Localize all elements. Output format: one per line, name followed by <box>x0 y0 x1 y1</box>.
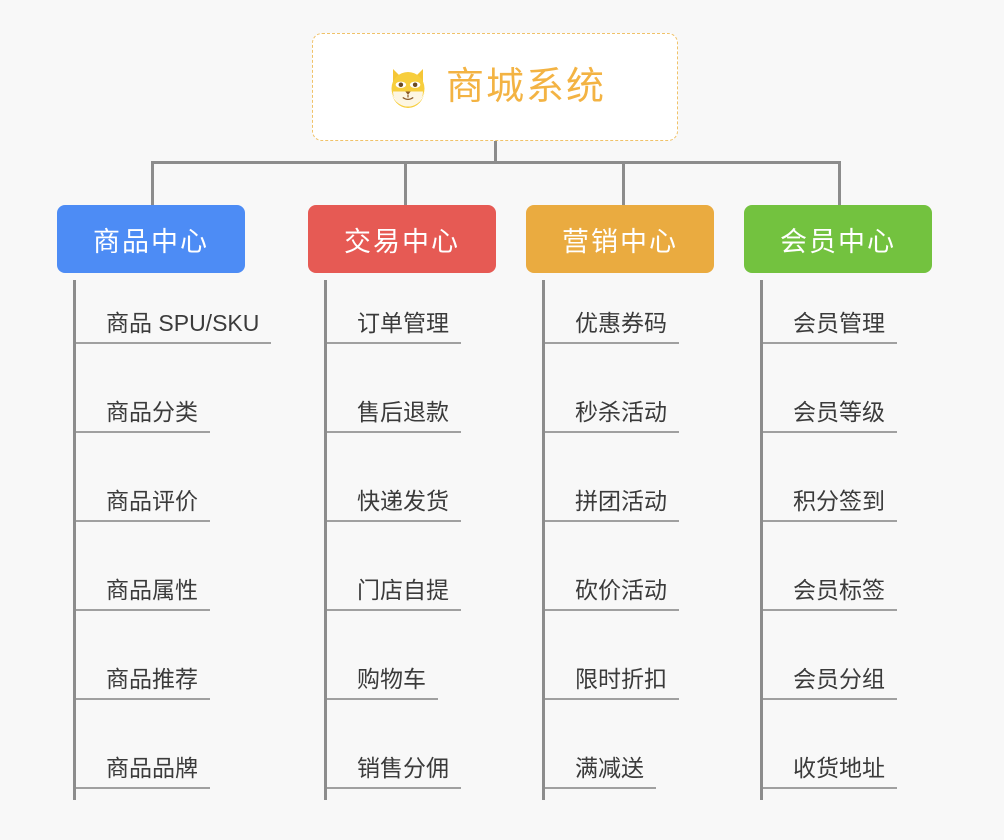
branch-spine <box>760 280 763 800</box>
branch-item[interactable]: 商品属性 <box>76 577 210 612</box>
branch-item[interactable]: 商品评价 <box>76 488 210 523</box>
branch-item[interactable]: 商品分类 <box>76 399 210 434</box>
branch-item[interactable]: 秒杀活动 <box>545 399 679 434</box>
connector-horizontal-bus <box>151 161 841 164</box>
category-label-2: 交易中心 <box>344 226 460 257</box>
branch-item[interactable]: 快递发货 <box>327 488 461 523</box>
category-box-2[interactable]: 交易中心 <box>308 205 496 273</box>
branch-item[interactable]: 商品推荐 <box>76 666 210 701</box>
branch-spine <box>73 280 76 800</box>
category-box-3[interactable]: 营销中心 <box>526 205 714 273</box>
category-label-1: 商品中心 <box>93 226 209 257</box>
connector-drop-4 <box>838 161 841 206</box>
branch-item[interactable]: 购物车 <box>327 666 438 701</box>
branch-item[interactable]: 积分签到 <box>763 488 897 523</box>
category-label-4: 会员中心 <box>780 226 896 257</box>
branch-spine <box>542 280 545 800</box>
branch-item[interactable]: 满减送 <box>545 755 656 790</box>
branch-item[interactable]: 会员分组 <box>763 666 897 701</box>
connector-drop-1 <box>151 161 154 206</box>
branch-item[interactable]: 商品 SPU/SKU <box>76 310 272 345</box>
root-node-shop-system[interactable]: 商城系统 <box>312 33 678 141</box>
connector-drop-3 <box>622 161 625 206</box>
branch-item[interactable]: 销售分佣 <box>327 755 461 790</box>
branch-item[interactable]: 会员标签 <box>763 577 897 612</box>
root-node-title: 商城系统 <box>445 66 606 108</box>
shiba-dog-face-icon <box>391 69 425 108</box>
branch-item[interactable]: 门店自提 <box>327 577 461 612</box>
branch-item[interactable]: 会员管理 <box>763 310 897 345</box>
branch-item[interactable]: 会员等级 <box>763 399 897 434</box>
branch-item[interactable]: 优惠券码 <box>545 310 679 345</box>
branch-item[interactable]: 砍价活动 <box>545 577 679 612</box>
category-box-4[interactable]: 会员中心 <box>744 205 932 273</box>
connector-drop-2 <box>404 161 407 206</box>
branch-item[interactable]: 订单管理 <box>327 310 461 345</box>
branch-item[interactable]: 收货地址 <box>763 755 897 790</box>
branch-item[interactable]: 售后退款 <box>327 399 461 434</box>
branch-item[interactable]: 商品品牌 <box>76 755 210 790</box>
connector-root-stem <box>494 141 497 163</box>
category-label-3: 营销中心 <box>562 226 678 257</box>
branch-spine <box>324 280 327 800</box>
category-box-1[interactable]: 商品中心 <box>57 205 245 273</box>
branch-item[interactable]: 限时折扣 <box>545 666 679 701</box>
branch-item[interactable]: 拼团活动 <box>545 488 679 523</box>
